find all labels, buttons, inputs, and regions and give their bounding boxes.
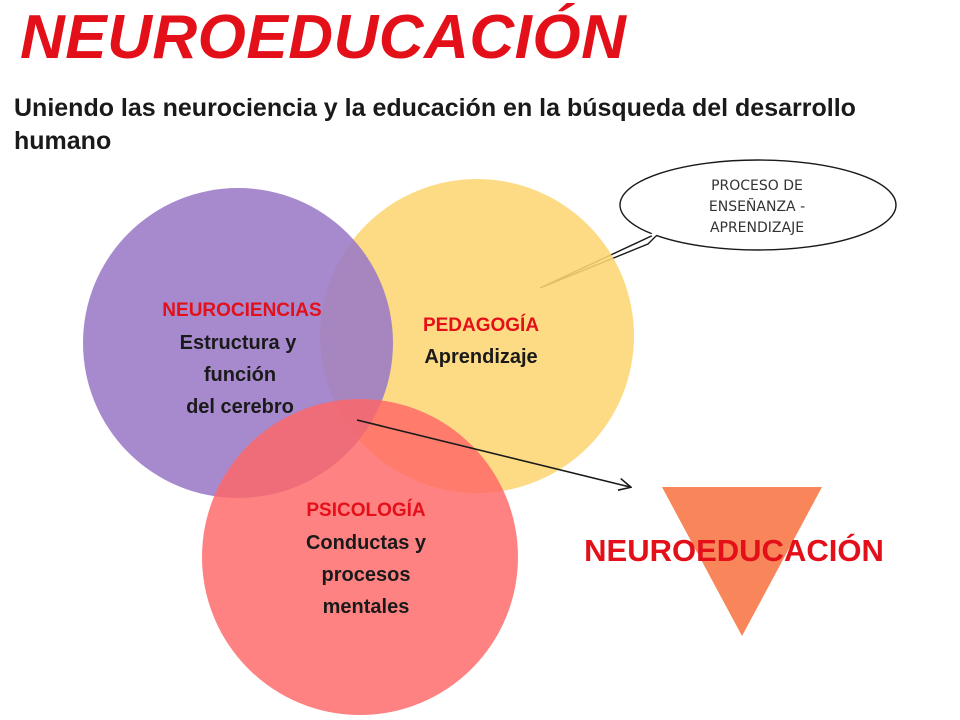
connector-arrow [356,419,630,487]
neurociencias-line-2: función [204,364,276,386]
neuroeducacion-triangle [662,487,822,636]
bubble-line-2: ENSEÑANZA - [709,198,805,215]
page-subtitle: Uniendo las neurociencia y la educación … [14,94,856,155]
neurociencias-line-3: del cerebro [186,396,294,418]
circle-psicologia [202,399,518,715]
bubble-line-3: APRENDIZAJE [710,220,804,236]
psicologia-heading: PSICOLOGÍA [306,499,426,521]
psicologia-line-1: Conductas y [306,532,427,554]
bubble-line-1: PROCESO DE [711,178,803,194]
neuroeducacion-label: NEUROEDUCACIÓN [584,532,884,568]
psicologia-line-3: mentales [323,596,410,618]
neurociencias-heading: NEUROCIENCIAS [162,300,321,321]
pedagogia-line-1: Aprendizaje [424,346,537,368]
page-title: NEUROEDUCACIÓN [20,3,627,72]
pedagogia-heading: PEDAGOGÍA [423,314,539,336]
speech-bubble-body [619,159,897,251]
neurociencias-line-1: Estructura y [180,332,298,354]
psicologia-line-2: procesos [322,564,411,586]
